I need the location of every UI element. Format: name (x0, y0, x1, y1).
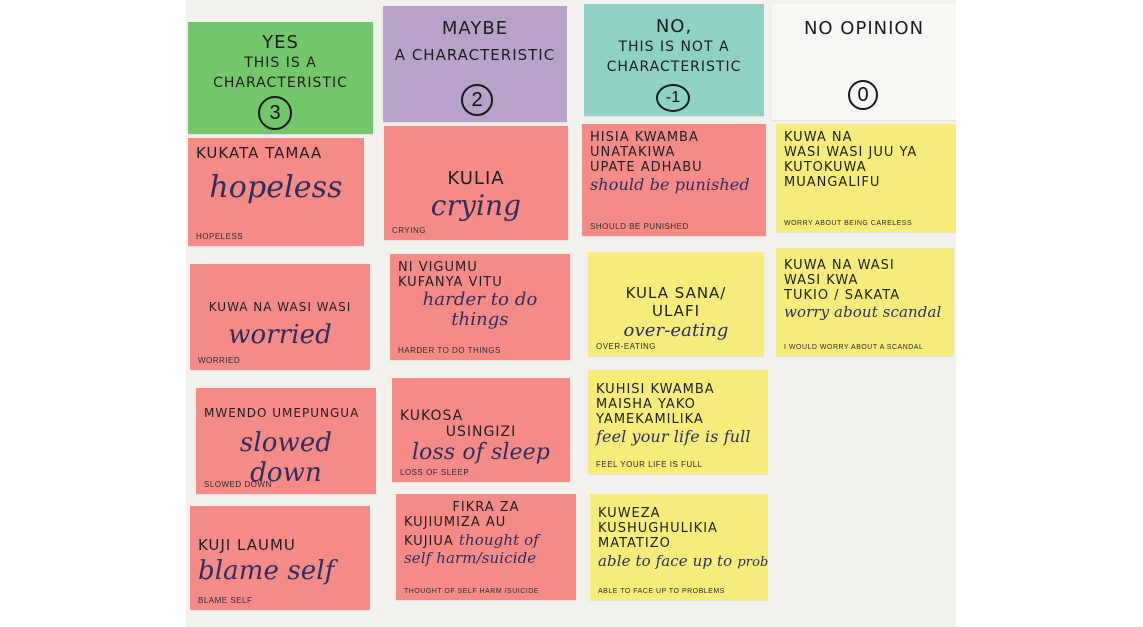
card-no-over-eating: KULA SANA/ ULAFI over-eating OVER-EATING (588, 252, 764, 356)
card-swahili-2: KUSHUGHULIKIA (598, 521, 718, 536)
card-small-label: HOPELESS (196, 232, 244, 241)
card-swahili-1: KUHISI KWAMBA (596, 382, 715, 397)
card-small-label: BLAME SELF (198, 596, 253, 605)
card-small-label: FEEL YOUR LIFE IS FULL (596, 460, 703, 469)
card-swahili-2: USINGIZI (445, 424, 517, 440)
card-small-label: SHOULD BE PUNISHED (590, 222, 689, 231)
card-swahili: KUJI LAUMU (198, 536, 296, 554)
card-english: over-eating (623, 320, 729, 341)
card-swahili-2: WASI KWA (784, 273, 859, 288)
score-2: 2 (471, 88, 483, 111)
header-card-no: NO, THIS IS NOT A CHARACTERISTIC -1 (584, 4, 764, 116)
card-english-2: probs (737, 555, 768, 570)
header-no-line1: THIS IS NOT A (618, 39, 730, 55)
card-swahili-2: WASI WASI JUU YA (784, 145, 918, 160)
card-small-label: OVER-EATING (596, 342, 657, 351)
card-small-label: THOUGHT OF SELF HARM /SUICIDE (404, 588, 539, 595)
card-swahili-4: MUANGALIFU (784, 175, 881, 190)
card-maybe-loss-of-sleep: KUKOSA USINGIZI loss of sleep LOSS OF SL… (392, 378, 570, 482)
card-small-label: I WOULD WORRY ABOUT A SCANDAL (784, 344, 924, 351)
card-small-label: CRYING (392, 226, 426, 235)
score-circle-minus1: -1 (656, 84, 690, 112)
card-english: loss of sleep (412, 440, 550, 465)
card-swahili-2: ULAFI (652, 302, 700, 320)
card-swahili-2: UNATAKIWA (590, 145, 676, 160)
card-small-label: HARDER TO DO THINGS (398, 346, 501, 355)
sticky-note-wall: YES THIS IS A CHARACTERISTIC 3 MAYBE A C… (186, 0, 956, 627)
header-maybe-title: MAYBE (441, 18, 509, 39)
card-swahili-3: KUTOKUWA (784, 160, 867, 175)
header-noopinion-title: NO OPINION (803, 18, 925, 39)
card-english-line: able to face up to probs (598, 551, 768, 570)
card-no-life-is-full: KUHISI KWAMBA MAISHA YAKO YAMEKAMILIKA f… (588, 370, 768, 474)
card-small-label: WORRIED (198, 356, 241, 365)
card-english: worry about scandal (784, 303, 942, 321)
card-swahili-1: KUWA NA (784, 130, 853, 145)
card-small-label: ABLE TO FACE UP TO PROBLEMS (598, 588, 725, 595)
card-swahili: MWENDO UMEPUNGUA (204, 406, 360, 420)
score-circle-0: 0 (848, 80, 878, 110)
card-no-face-up-to-problems: KUWEZA KUSHUGHULIKIA MATATIZO able to fa… (590, 494, 768, 600)
score-0: 0 (857, 83, 869, 106)
card-swahili-1: KUKOSA (400, 408, 464, 424)
card-english: feel your life is full (596, 427, 751, 446)
header-yes-line2: CHARACTERISTIC (213, 75, 348, 91)
card-english: slowed down (239, 428, 333, 488)
card-no-should-be-punished: HISIA KWAMBA UNATAKIWA UPATE ADHABU shou… (582, 124, 766, 236)
card-swahili-3: KUJIUA (404, 534, 454, 549)
card-english-1: harder to do (422, 289, 538, 310)
card-swahili-1: KUWEZA (598, 506, 661, 521)
card-swahili: KUKATA TAMAA (196, 144, 323, 162)
card-yes-hopeless: KUKATA TAMAA hopeless HOPELESS (188, 138, 364, 246)
card-small-label: LOSS OF SLEEP (400, 468, 470, 477)
header-no-line2: CHARACTERISTIC (606, 59, 742, 75)
header-yes-title: YES (262, 32, 299, 53)
card-swahili-2: KUFANYA VITU (398, 275, 503, 290)
score-circle-2: 2 (461, 84, 493, 116)
card-yes-slowed-down: MWENDO UMEPUNGUA slowed down SLOWED DOWN (196, 388, 376, 494)
card-english: should be punished (590, 175, 750, 194)
card-swahili-1: KULA SANA/ (625, 284, 727, 302)
card-maybe-crying: KULIA crying CRYING (384, 126, 568, 240)
header-card-maybe: MAYBE A CHARACTERISTIC 2 (383, 6, 567, 122)
card-english-1: thought of (458, 531, 539, 549)
card-swahili-3: MATATIZO (598, 536, 671, 551)
card-swahili-1: FIKRA ZA (452, 500, 520, 515)
card-swahili-2: KUJIUMIZA AU (404, 515, 507, 530)
card-english-2: self harm/suicide (404, 549, 537, 567)
card-english: worried (228, 320, 332, 350)
card-swahili: KUWA NA WASI WASI (208, 300, 352, 314)
header-card-yes: YES THIS IS A CHARACTERISTIC 3 (188, 22, 373, 134)
card-mixed-line: KUJIUA thought of (404, 530, 568, 549)
card-small-label: WORRY ABOUT BEING CARELESS (784, 220, 913, 227)
card-swahili-1: KUWA NA WASI (784, 258, 895, 273)
card-swahili: KULIA (447, 168, 505, 189)
card-english: crying (430, 189, 522, 222)
card-swahili-1: HISIA KWAMBA (590, 130, 699, 145)
card-english-1: able to face up to (598, 552, 733, 570)
card-swahili-3: TUKIO / SAKATA (784, 288, 901, 303)
card-english: hopeless (209, 170, 343, 205)
card-yes-blame-self: KUJI LAUMU blame self BLAME SELF (190, 506, 370, 610)
score-circle-3: 3 (258, 96, 292, 130)
header-no-title: NO, (655, 16, 693, 37)
card-swahili-3: UPATE ADHABU (590, 160, 703, 175)
card-swahili-3: YAMEKAMILIKA (596, 412, 704, 427)
header-maybe-line1: A CHARACTERISTIC (394, 46, 556, 64)
card-nop-careless: KUWA NA WASI WASI JUU YA KUTOKUWA MUANGA… (776, 124, 956, 232)
score-minus1: -1 (665, 89, 681, 106)
header-card-no-opinion: NO OPINION 0 (772, 4, 956, 120)
card-nop-scandal: KUWA NA WASI WASI KWA TUKIO / SAKATA wor… (776, 248, 954, 356)
score-3: 3 (269, 101, 281, 124)
card-english: blame self (198, 556, 335, 586)
header-yes-line1: THIS IS A (244, 55, 317, 71)
card-swahili-2: MAISHA YAKO (596, 397, 696, 412)
card-english-2: things (451, 309, 509, 330)
card-swahili-1: NI VIGUMU (398, 260, 478, 275)
card-small-label: SLOWED DOWN (204, 480, 272, 489)
card-yes-worried: KUWA NA WASI WASI worried WORRIED (190, 264, 370, 370)
card-maybe-self-harm: FIKRA ZA KUJIUMIZA AU KUJIUA thought of … (396, 494, 576, 600)
card-maybe-harder-to-do-things: NI VIGUMU KUFANYA VITU harder to do thin… (390, 254, 570, 360)
